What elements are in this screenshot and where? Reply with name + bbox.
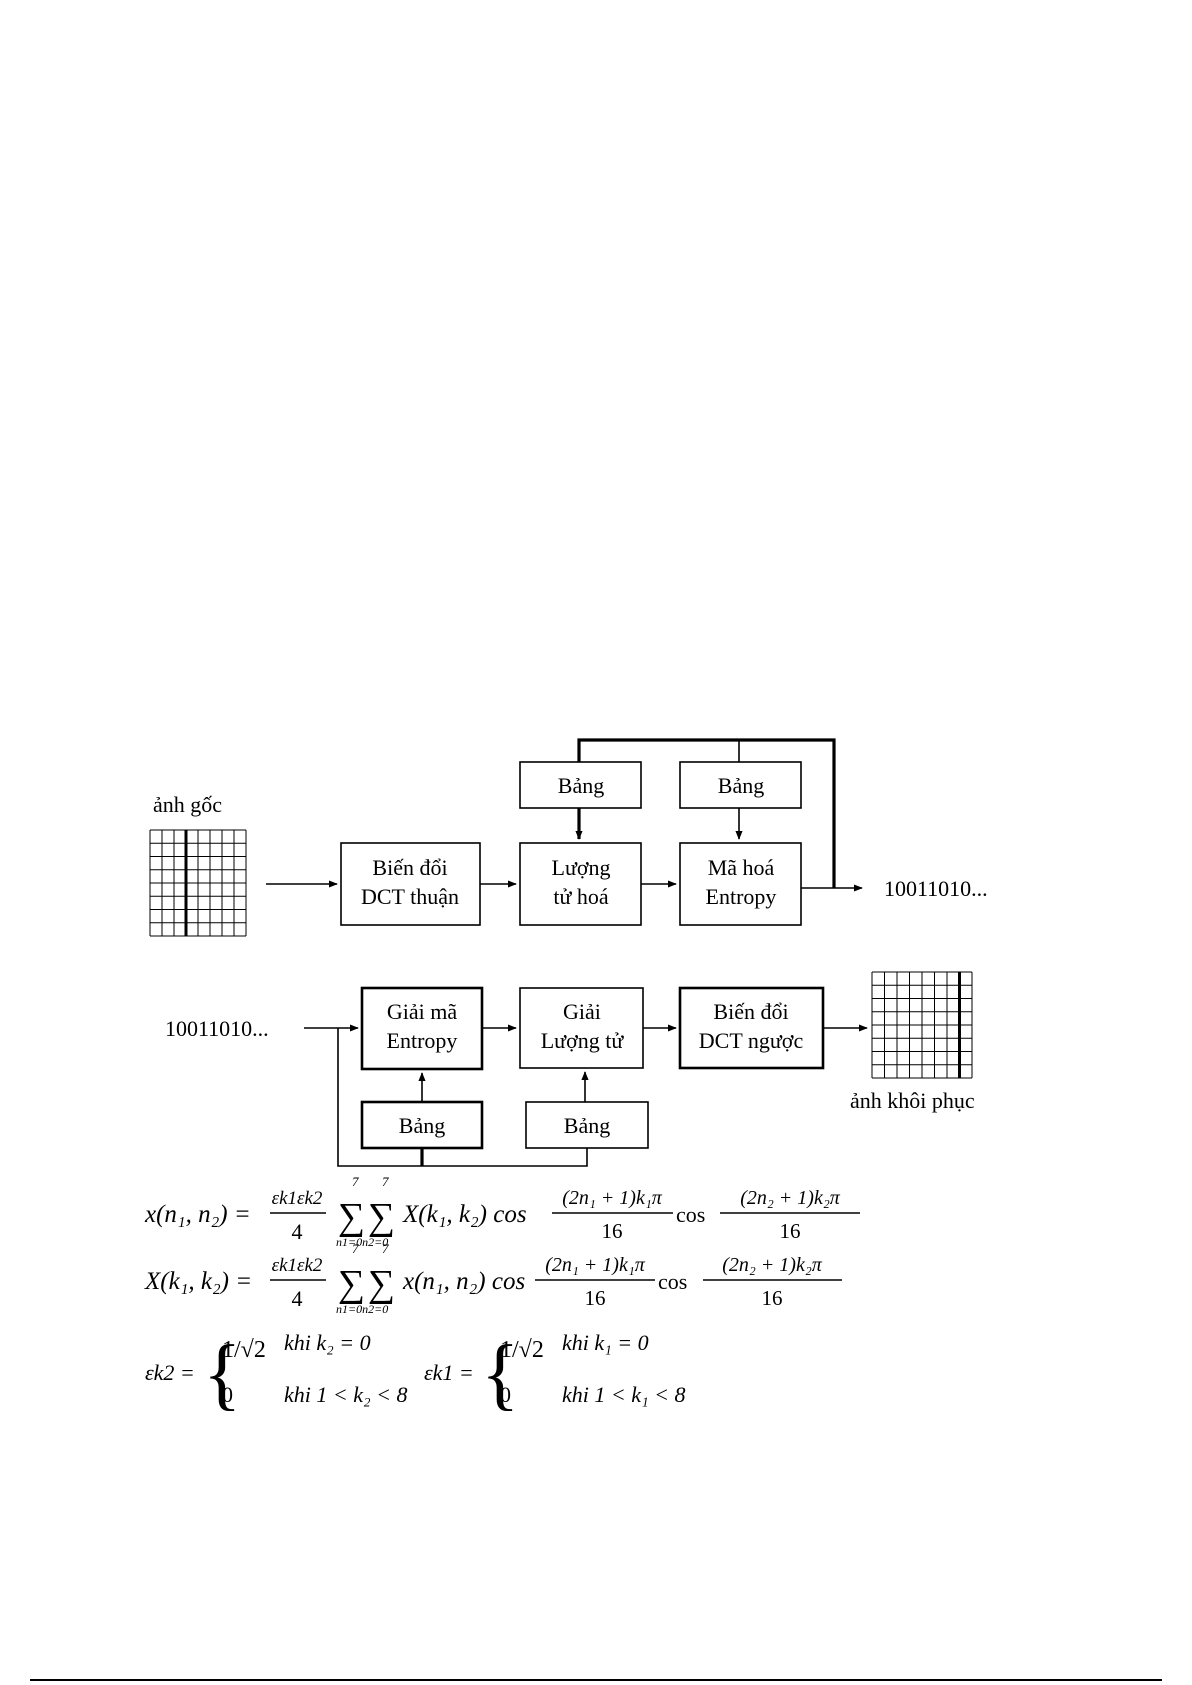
- box-dct-forward: [340, 842, 481, 926]
- entropy-table-label: Bảng: [718, 773, 764, 798]
- idct-sum-upper-2: 7: [382, 1174, 389, 1189]
- dct-sum-upper-2: 7: [382, 1241, 389, 1256]
- side-info-bus: [577, 738, 836, 888]
- dct-frac1-den: 16: [585, 1286, 606, 1310]
- eps-k2-lhs: εk2 =: [145, 1360, 195, 1385]
- dct-inverse-line1: Biến đổi: [713, 999, 788, 1024]
- dct-forward-line1: Biến đổi: [372, 855, 447, 880]
- idct-frac1-den: 16: [602, 1219, 623, 1243]
- dequantize-line2: Lượng tử: [541, 1028, 625, 1053]
- dct-frac2-num: (2n₂ + 1)k₂π: [722, 1254, 823, 1276]
- idct-frac2-den: 16: [780, 1219, 801, 1243]
- eps-k1-case1-cond: khi k₁ = 0: [562, 1330, 649, 1355]
- idct-sum-upper-1: 7: [352, 1174, 359, 1189]
- output-bitstream: 10011010...: [884, 876, 988, 901]
- entropy-decode-line2: Entropy: [387, 1028, 458, 1053]
- eps-k2-brace: {: [203, 1330, 241, 1418]
- idct-frac1-num: (2n₁ + 1)k₁π: [562, 1187, 663, 1209]
- idct-lhs: x(n₁, n₂) =: [144, 1201, 251, 1228]
- dequantize-line1: Giải: [563, 999, 601, 1024]
- dct-inverse-line2: DCT ngược: [699, 1028, 804, 1053]
- formula-eps-k2: εk2 = { 1/√2 khi k₂ = 0 0 khi 1 < k₂ < 8: [145, 1330, 407, 1418]
- idct-cos2: cos: [676, 1202, 705, 1227]
- idct-sum-2: ∑: [368, 1196, 395, 1238]
- idct-frac2-num: (2n₂ + 1)k₂π: [740, 1187, 841, 1209]
- quantize-line2: tử hoá: [553, 884, 609, 909]
- dct-coef-num: εk1εk2: [272, 1255, 323, 1276]
- formula-idct: x(n₁, n₂) = εk1εk2 4 7 7 ∑ ∑ n1=0n2=0 X(…: [144, 1174, 860, 1249]
- input-image-grid-icon: [149, 829, 247, 937]
- formula-dct: X(k₁, k₂) = εk1εk2 4 7 7 ∑ ∑ n1=0n2=0 x(…: [144, 1241, 842, 1316]
- formula-eps-k1: εk1 = { 1/√2 khi k₁ = 0 0 khi 1 < k₁ < 8: [424, 1330, 685, 1418]
- input-bitstream: 10011010...: [165, 1016, 269, 1041]
- box-entropy-table: [679, 761, 802, 809]
- quantize-line1: Lượng: [552, 855, 611, 880]
- eps-k1-case2-cond: khi 1 < k₁ < 8: [562, 1382, 685, 1407]
- eps-k1-case2-value: 0: [500, 1382, 511, 1407]
- box-dct-inverse: [678, 986, 825, 1070]
- eps-k1-brace: {: [481, 1330, 519, 1418]
- footer-rule: [30, 1679, 1162, 1681]
- dct-term: x(n₁, n₂) cos: [402, 1268, 525, 1295]
- eps-k2-case2-cond: khi 1 < k₂ < 8: [284, 1382, 407, 1407]
- entropy-encode-line1: Mã hoá: [708, 855, 775, 880]
- idct-coef-num: εk1εk2: [272, 1188, 323, 1209]
- dct-coef-den: 4: [292, 1286, 303, 1311]
- dct-frac1-num: (2n₁ + 1)k₁π: [545, 1254, 646, 1276]
- entropy-decode-table-label: Bảng: [399, 1113, 445, 1138]
- dct-sum-upper-1: 7: [352, 1241, 359, 1256]
- box-entropy-encode: [679, 842, 802, 926]
- input-image-label: ảnh gốc: [153, 792, 222, 817]
- dct-cos2: cos: [658, 1269, 687, 1294]
- output-image-grid-icon: [871, 971, 973, 1079]
- idct-term: X(k₁, k₂) cos: [402, 1201, 527, 1228]
- decoder-side-info-bus: [337, 1028, 588, 1167]
- dct-sum-lower: n1=0n2=0: [336, 1302, 388, 1316]
- dct-sum-1: ∑: [338, 1263, 365, 1305]
- dct-forward-line2: DCT thuận: [361, 884, 459, 909]
- dct-frac2-den: 16: [762, 1286, 783, 1310]
- dequantize-table-label: Bảng: [564, 1113, 610, 1138]
- eps-k2-case1-cond: khi k₂ = 0: [284, 1330, 371, 1355]
- idct-sum-1: ∑: [338, 1196, 365, 1238]
- box-dequantize: [519, 987, 644, 1069]
- dct-sum-2: ∑: [368, 1263, 395, 1305]
- idct-coef-den: 4: [292, 1219, 303, 1244]
- eps-k2-case2-value: 0: [222, 1382, 233, 1407]
- entropy-encode-line2: Entropy: [706, 884, 777, 909]
- eps-k1-case1-value: 1/√2: [500, 1337, 544, 1363]
- idct-sum-lower: n1=0n2=0: [336, 1235, 388, 1249]
- eps-k2-case1-value: 1/√2: [222, 1337, 266, 1363]
- output-image-label: ảnh khôi phục: [850, 1088, 975, 1113]
- eps-k1-lhs: εk1 =: [424, 1360, 474, 1385]
- dct-lhs: X(k₁, k₂) =: [144, 1268, 252, 1295]
- entropy-decode-line1: Giải mã: [387, 999, 457, 1024]
- box-quantize: [519, 842, 642, 926]
- box-entropy-decode-table: [360, 1100, 484, 1150]
- quantize-table-label: Bảng: [558, 773, 604, 798]
